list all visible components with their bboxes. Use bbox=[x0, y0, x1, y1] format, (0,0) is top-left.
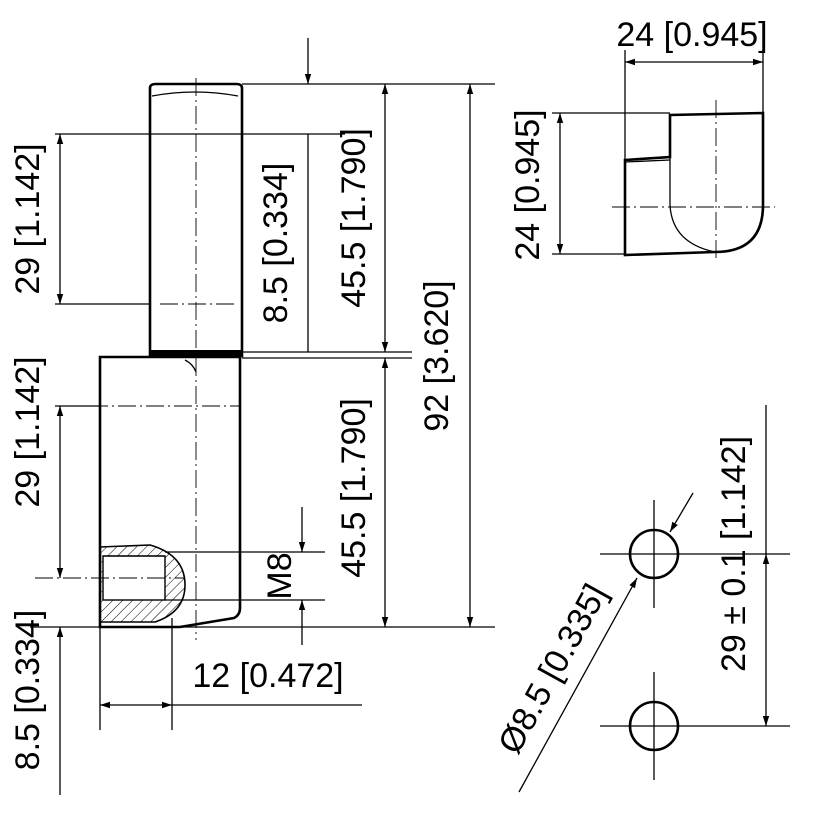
overall-length-label: 92 [3.620] bbox=[418, 280, 456, 431]
upper-pin-offset-label: 29 [1.142] bbox=[9, 143, 47, 294]
top-view-center-lines bbox=[612, 100, 775, 262]
upper-gap-label: 8.5 [0.334] bbox=[257, 163, 295, 324]
upper-half-length-label: 45.5 [1.790] bbox=[335, 128, 373, 308]
lower-half-length-label: 45.5 [1.790] bbox=[335, 398, 373, 578]
hole-spacing-label: 29 ± 0.1 [1.142] bbox=[715, 436, 753, 672]
thread-label: M8 bbox=[261, 552, 299, 599]
top-depth-label: 24 [0.945] bbox=[509, 109, 547, 260]
side-view: 29 [1.142] 8.5 [0.334] 45.5 [1.790] 92 [… bbox=[9, 38, 495, 795]
top-view-dimension-lines bbox=[556, 58, 763, 254]
dimension-lines bbox=[56, 38, 474, 795]
hole-diameter-label: Ø8.5 [0.335] bbox=[491, 578, 615, 760]
width-label: 12 [0.472] bbox=[192, 657, 343, 695]
top-width-label: 24 [0.945] bbox=[616, 16, 767, 54]
top-view-outline bbox=[623, 111, 765, 257]
threaded-hole-section bbox=[99, 544, 186, 623]
top-view: 24 [0.945] 24 [0.945] bbox=[509, 16, 775, 262]
hole-pattern-dimension-lines bbox=[518, 405, 790, 793]
lower-barrel bbox=[98, 355, 242, 629]
mounting-hole-bottom bbox=[600, 672, 708, 780]
lower-pin-offset-label: 29 [1.142] bbox=[9, 356, 47, 507]
mounting-hole-top bbox=[600, 500, 708, 608]
base-offset-label: 8.5 [0.334] bbox=[9, 610, 47, 771]
top-view-extension-lines bbox=[552, 50, 764, 255]
hole-pattern-view: 29 ± 0.1 [1.142] Ø8.5 [0.335] bbox=[491, 405, 790, 793]
